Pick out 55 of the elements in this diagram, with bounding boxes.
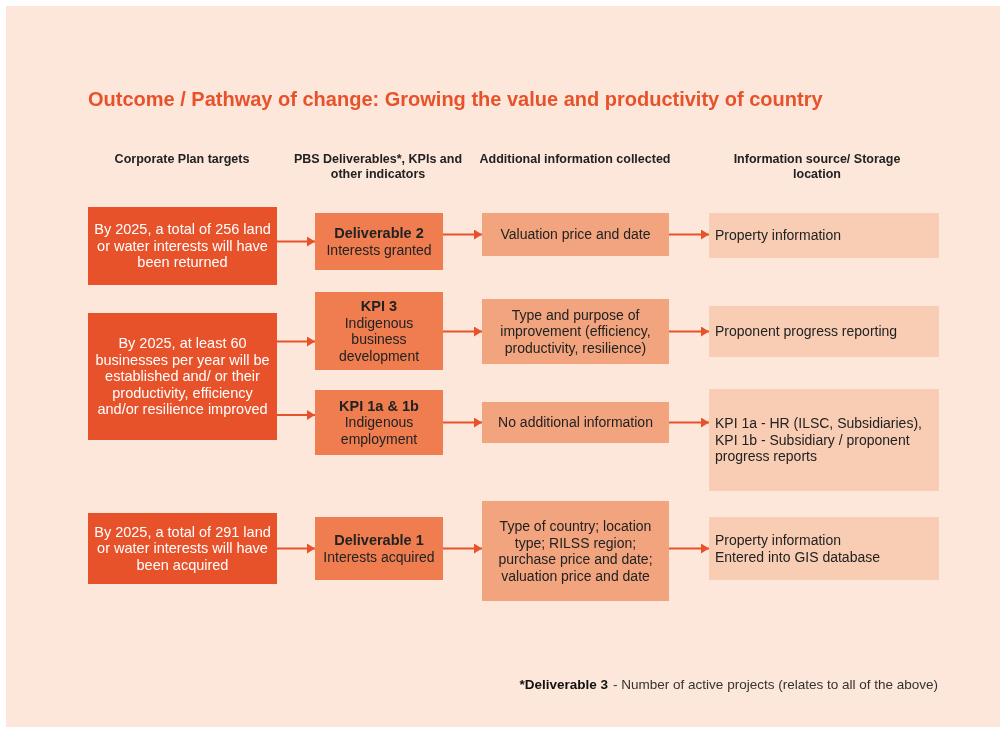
arrow	[443, 326, 482, 337]
box-text: Type and purpose of improvement (efficiency, productivity, resilience)	[499, 306, 652, 357]
box-text: Property information	[715, 532, 842, 549]
indicator-box	[315, 292, 443, 370]
box-text: Interests acquired	[323, 548, 435, 565]
box-text: Interests granted	[326, 241, 432, 258]
box-text: No additional information	[498, 414, 653, 431]
indicator-box	[315, 390, 443, 455]
box-text: Valuation price and date	[500, 226, 651, 243]
box-text: Type of country; location type; RILSS region; purchase price and date; valuation price and date	[497, 518, 654, 584]
footnote-term: *Deliverable 3	[519, 677, 609, 692]
arrow	[669, 543, 709, 554]
indicator-heading: KPI 3	[360, 298, 398, 315]
storage-box	[709, 517, 939, 580]
column-heading: Corporate Plan targets	[113, 152, 251, 167]
column-heading: PBS Deliverables*, KPIs and other indicators	[292, 152, 464, 182]
target-box	[88, 313, 277, 440]
arrow	[277, 236, 315, 247]
information-box	[482, 501, 669, 601]
indicator-heading: Deliverable 2	[334, 225, 424, 242]
box-text: Property information	[715, 227, 842, 244]
arrow	[277, 543, 315, 554]
arrow	[669, 229, 709, 240]
box-text: Entered into GIS database	[715, 548, 880, 565]
arrow	[443, 417, 482, 428]
box-text: KPI 1a - HR (ILSC, Subsidiaries),	[715, 415, 922, 432]
storage-box	[709, 389, 939, 491]
box-text: By 2025, at least 60 businesses per year will be established and/ or their productivity, efficiency and/or resilience improved	[94, 335, 271, 418]
box-text: Proponent progress reporting	[715, 323, 898, 340]
box-text: KPI 1b - Subsidiary / proponent progress reports	[715, 431, 911, 465]
arrow	[443, 229, 482, 240]
indicator-box	[315, 213, 443, 270]
column-heading: Additional information collected	[478, 152, 672, 167]
arrow	[277, 336, 315, 347]
box-text: By 2025, a total of 256 land or water interests will have been returned	[93, 221, 272, 271]
arrow	[669, 326, 709, 337]
column-heading: Information source/ Storage location	[732, 152, 902, 182]
information-box	[482, 213, 669, 256]
box-text: Indigenous business development	[337, 314, 421, 364]
arrow	[443, 543, 482, 554]
indicator-heading: KPI 1a & 1b	[339, 397, 419, 415]
box-text: By 2025, a total of 291 land or water interests will have been acquired	[93, 523, 272, 574]
target-box	[88, 513, 277, 584]
diagram-title: Outcome / Pathway of change: Growing the value and productivity of country	[88, 88, 823, 111]
information-box	[482, 402, 669, 443]
arrow	[277, 410, 315, 420]
arrow	[669, 417, 709, 428]
target-box	[88, 207, 277, 285]
footnote-text: - Number of active projects (relates to all of the above)	[613, 677, 938, 692]
indicator-box	[315, 517, 443, 580]
indicator-heading: Deliverable 1	[334, 532, 424, 549]
information-box	[482, 299, 669, 364]
storage-box	[709, 306, 939, 357]
box-text: Indigenous employment	[339, 414, 419, 448]
storage-box	[709, 213, 939, 258]
